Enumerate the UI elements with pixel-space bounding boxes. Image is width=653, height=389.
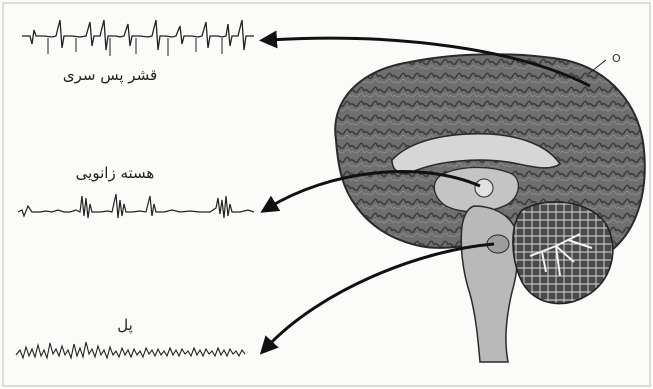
curved-arrow-icon [266, 244, 494, 348]
marker-label: O [612, 52, 621, 65]
geniculate-eeg-trace [18, 194, 254, 218]
brainstem [461, 206, 517, 362]
sagittal-brain-icon: O [335, 52, 645, 362]
pons-eeg-trace [16, 342, 245, 358]
geniculate-nucleus [475, 179, 493, 197]
cortex-label: قشر پس سری [63, 66, 157, 85]
pons-label: پل [117, 316, 133, 335]
cortex-trace-spikes [48, 38, 222, 56]
geniculate-label: هسته زانویی [76, 164, 155, 182]
cortex-eeg-trace [22, 20, 254, 50]
